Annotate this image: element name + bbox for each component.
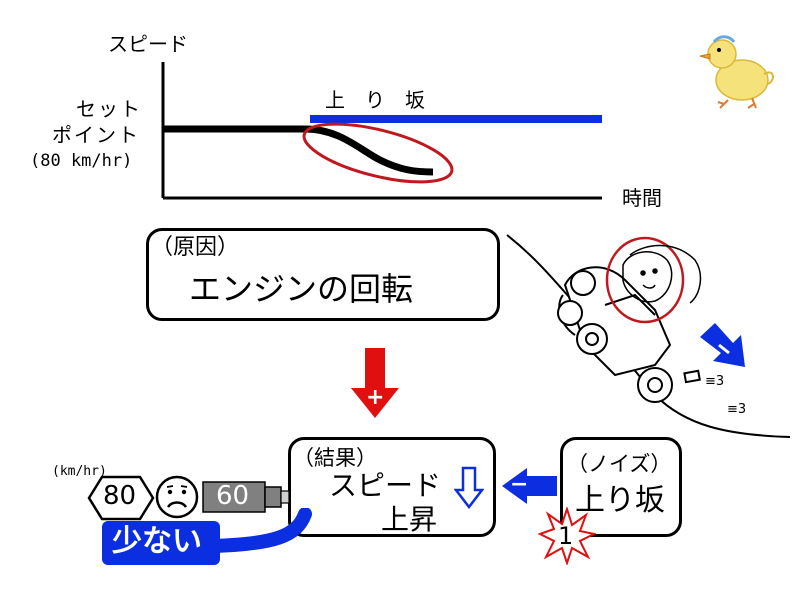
svg-text:≡3: ≡3	[705, 374, 724, 389]
noise-number: 1	[558, 522, 574, 550]
uphill-label: 上 り 坂	[325, 88, 425, 112]
result-line2: 上昇	[381, 503, 438, 536]
speed-curve	[163, 125, 434, 176]
sad-face-icon	[155, 475, 199, 519]
drop-highlight-ellipse	[302, 122, 454, 184]
positive-sign: +	[366, 385, 385, 410]
setpoint-label-1: セット	[76, 97, 142, 121]
driver-highlight-circle	[605, 236, 685, 324]
setpoint-label-2: ポイント	[52, 123, 140, 147]
gauge-unit: (km/hr)	[52, 464, 107, 479]
setpoint-diamond	[87, 475, 155, 521]
speed-time-graph	[161, 62, 602, 200]
negative-sign: −	[510, 472, 529, 497]
cause-box: （原因） エンジンの回転	[146, 228, 500, 321]
status-label: 少ない	[102, 521, 220, 565]
current-speed-value: 60	[216, 481, 250, 511]
y-axis-label: スピード	[108, 32, 188, 56]
setpoint-value: (80 km/hr)	[30, 151, 133, 171]
current-speed-meter	[202, 481, 290, 513]
svg-text:≡3: ≡3	[727, 402, 746, 417]
noise-tag: （ノイズ）	[567, 452, 672, 476]
status-connector	[206, 508, 312, 553]
uphill-car-illustration: ≡3 ≡3	[506, 234, 791, 438]
duck-illustration	[699, 35, 774, 109]
positive-arrow-down	[351, 348, 399, 418]
cause-tag: （原因）	[151, 235, 240, 260]
down-outline-arrow-icon	[454, 466, 484, 510]
noise-text: 上り坂	[575, 483, 665, 518]
negative-arrow-left	[502, 468, 557, 504]
result-box: （結果） スピード 上昇	[288, 437, 496, 537]
setpoint-diamond-value: 80	[103, 481, 137, 511]
cause-text: エンジンの回転	[189, 270, 414, 308]
status-label-text: 少ない	[112, 524, 202, 559]
result-line1: スピード	[329, 469, 442, 502]
x-axis-label: 時間	[622, 186, 662, 210]
result-tag: （結果）	[293, 446, 377, 470]
noise-starburst	[538, 507, 596, 565]
